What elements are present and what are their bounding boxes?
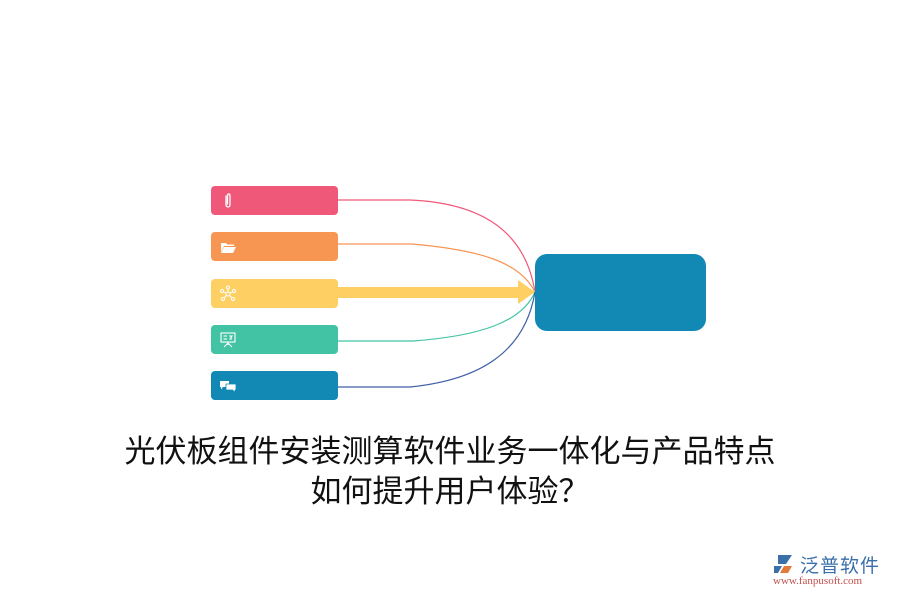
connector-blue [338, 291, 536, 388]
central-topic-node[interactable] [535, 254, 706, 331]
connector-yellow-arrow-shaft [338, 287, 520, 298]
folder-open-icon [221, 243, 236, 253]
title-line-2: 如何提升用户体验？ [310, 474, 590, 510]
topic-node-network[interactable] [211, 279, 338, 308]
title-line-1: 光伏板组件安装测算软件业务一体化与产品特点 [124, 434, 776, 470]
topic-node-folder[interactable] [211, 232, 338, 261]
network-icon [220, 285, 236, 301]
connector-orange [338, 243, 536, 293]
arrowhead-icon [518, 280, 535, 304]
topic-node-chat[interactable] [211, 371, 338, 400]
topic-node-presentation[interactable] [211, 325, 338, 354]
fanpu-logo-icon [774, 555, 792, 573]
brand-logo[interactable]: 泛普软件 www.fanpusoft.com [770, 551, 895, 591]
paperclip-icon [225, 193, 231, 208]
topic-node-paperclip[interactable] [211, 186, 338, 215]
presentation-board-icon [220, 332, 236, 348]
connector-green [338, 291, 536, 342]
chat-bubbles-icon [220, 381, 237, 394]
connector-pink [338, 199, 536, 293]
page-title: 光伏板组件安装测算软件业务一体化与产品特点 如何提升用户体验？ [0, 432, 900, 512]
logo-url: www.fanpusoft.com [773, 575, 863, 587]
logo-brand-name: 泛普软件 [800, 555, 881, 577]
